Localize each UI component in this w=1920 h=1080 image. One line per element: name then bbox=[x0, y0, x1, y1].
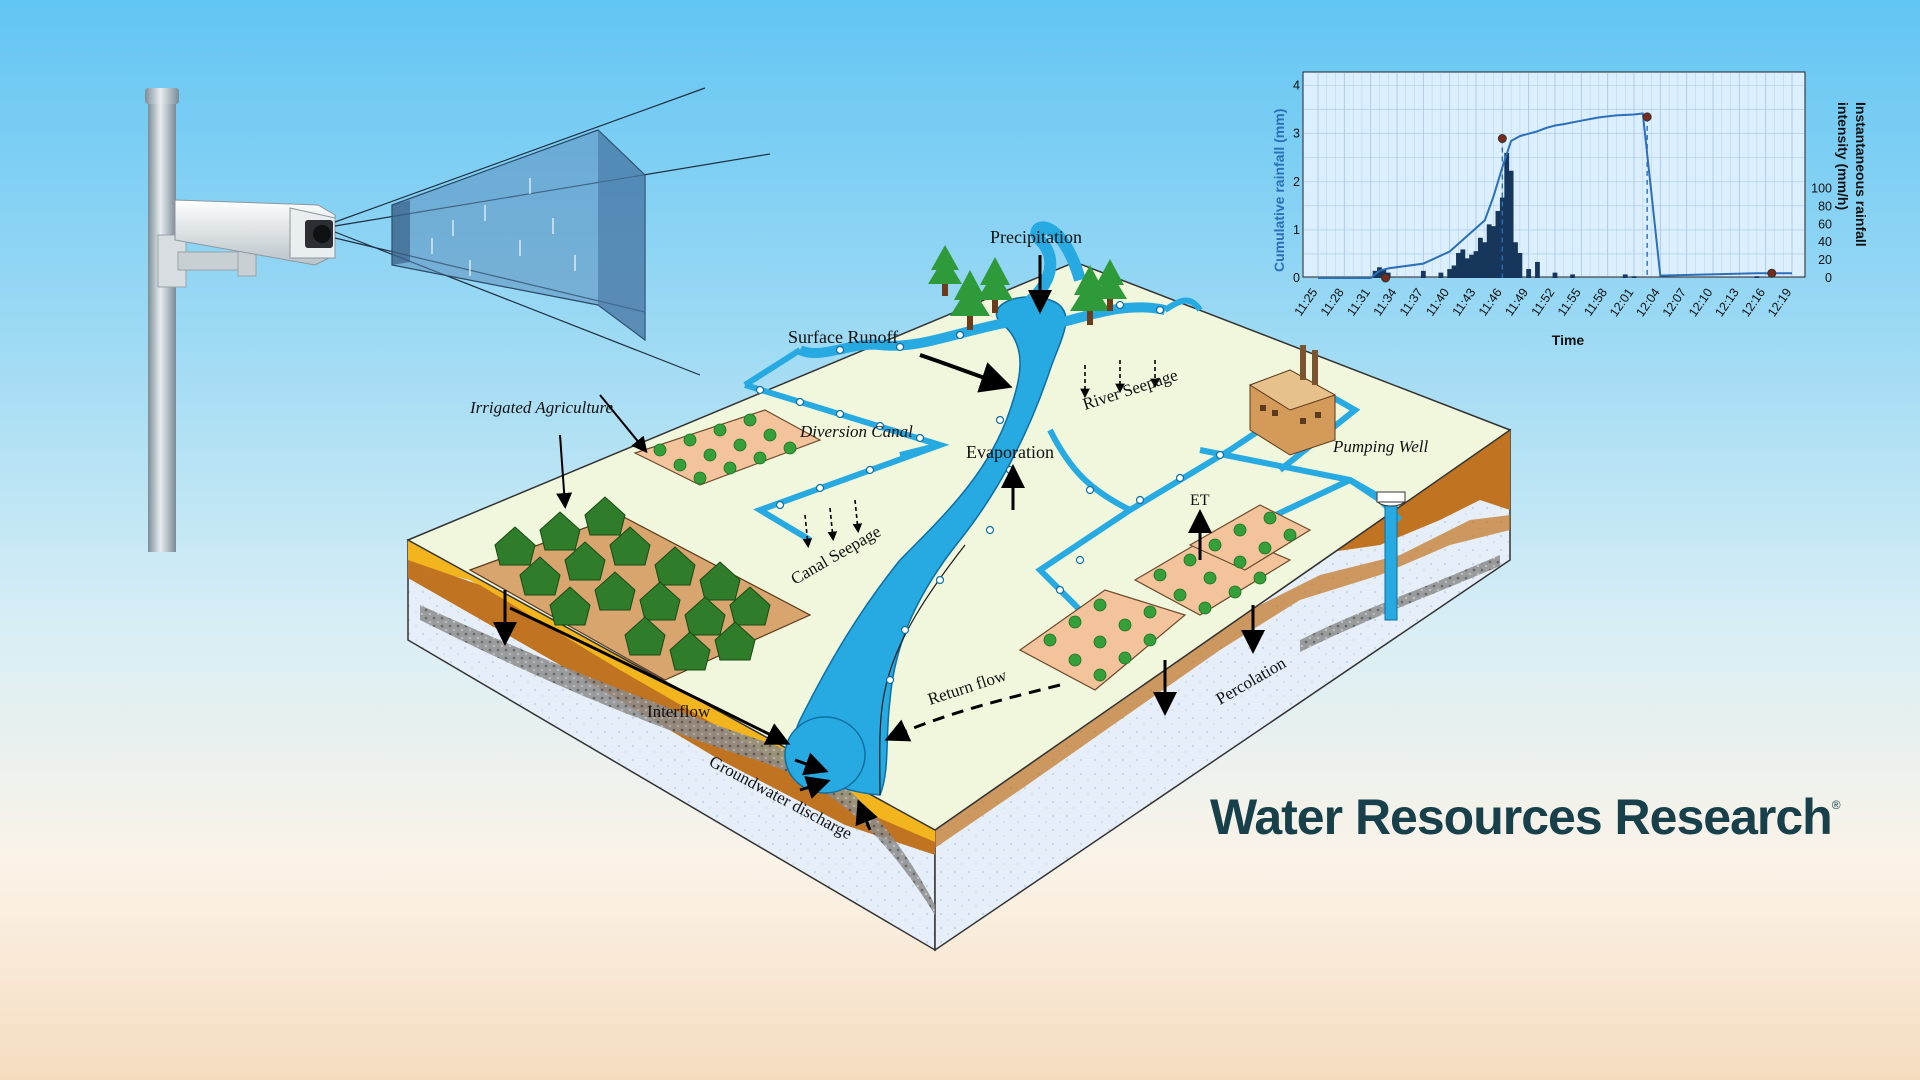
process-arrows bbox=[493, 255, 1265, 831]
crop-plants bbox=[653, 413, 1297, 682]
cumulative-line bbox=[1318, 112, 1792, 279]
intensity-bar bbox=[1513, 242, 1518, 278]
x-tick-label: 11:43 bbox=[1450, 286, 1479, 319]
chart-ylabel-right: Instantaneous rainfall intensity (mm/h) bbox=[1835, 102, 1869, 251]
intensity-bar bbox=[1526, 269, 1532, 278]
x-tick-label: 12:16 bbox=[1739, 286, 1768, 320]
intensity-bar bbox=[1377, 267, 1382, 278]
intensity-bar bbox=[1447, 269, 1453, 278]
tree-icons bbox=[928, 245, 1127, 330]
intensity-bar bbox=[1552, 272, 1558, 278]
x-tick-label: 11:55 bbox=[1555, 286, 1584, 319]
x-tick-label: 11:46 bbox=[1476, 286, 1505, 319]
intensity-bar bbox=[1504, 152, 1510, 278]
x-tick-label: 11:40 bbox=[1423, 286, 1452, 319]
x-tick-label: 11:58 bbox=[1581, 286, 1610, 319]
x-tick-label: 11:49 bbox=[1502, 286, 1531, 319]
intensity-bar bbox=[1482, 242, 1488, 278]
intensity-bar bbox=[1477, 237, 1483, 278]
chart-ylabel-right-l1: Instantaneous rainfall bbox=[1853, 102, 1869, 247]
intensity-bar bbox=[1456, 252, 1461, 278]
x-tick-label: 11:34 bbox=[1371, 286, 1400, 319]
intensity-bar bbox=[1420, 270, 1426, 278]
x-tick-label: 11:31 bbox=[1344, 286, 1373, 319]
intensity-bar bbox=[1622, 274, 1628, 278]
dense-crop-field bbox=[494, 496, 771, 671]
intensity-bar bbox=[1508, 170, 1514, 278]
intensity-bar bbox=[1438, 272, 1444, 278]
left-tick-label: 2 bbox=[1293, 175, 1300, 189]
intensity-bar bbox=[1495, 210, 1501, 278]
seepage-arrows bbox=[802, 360, 1160, 549]
label-interflow: Interflow bbox=[647, 702, 711, 721]
left-tick-label: 3 bbox=[1293, 127, 1300, 141]
right-tick-label: 40 bbox=[1818, 235, 1832, 249]
intensity-bar bbox=[1486, 224, 1492, 278]
journal-logo: Water Resources Research® bbox=[1210, 788, 1841, 846]
label-pumping-well: Pumping Well bbox=[1332, 437, 1429, 456]
label-et: ET bbox=[1190, 492, 1210, 509]
chart-ylabel-right-l2: intensity (mm/h) bbox=[1835, 102, 1851, 210]
right-tick-label: 0 bbox=[1825, 271, 1832, 285]
camera-field-of-view bbox=[334, 87, 771, 376]
label-diversion-canal: Diversion Canal bbox=[799, 422, 913, 441]
intensity-bar bbox=[1473, 251, 1479, 278]
right-tick-label: 80 bbox=[1818, 199, 1832, 213]
chart-markers bbox=[1381, 112, 1777, 283]
x-tick-label: 12:01 bbox=[1607, 286, 1636, 320]
intensity-bar bbox=[1381, 269, 1387, 278]
label-surface-runoff: Surface Runoff bbox=[788, 327, 898, 347]
intensity-bar bbox=[1754, 276, 1760, 278]
x-tick-label: 11:37 bbox=[1397, 286, 1426, 319]
x-tick-label: 12:04 bbox=[1633, 286, 1662, 320]
left-tick-label: 4 bbox=[1293, 79, 1300, 93]
left-tick-label: 1 bbox=[1293, 223, 1300, 237]
x-tick-label: 12:10 bbox=[1686, 286, 1715, 320]
right-tick-label: 100 bbox=[1811, 182, 1832, 196]
left-tick-label: 0 bbox=[1293, 271, 1300, 285]
rainfall-chart: 11:2511:2811:3111:3411:3711:4011:4311:46… bbox=[1271, 71, 1869, 348]
intensity-bar bbox=[1491, 226, 1496, 278]
camera-pole bbox=[145, 88, 179, 552]
x-tick-label: 12:13 bbox=[1712, 286, 1741, 320]
chart-xlabel: Time bbox=[1552, 332, 1585, 348]
surveillance-camera-icon bbox=[157, 199, 336, 288]
intensity-bar bbox=[1517, 252, 1523, 278]
intensity-bar bbox=[1460, 249, 1466, 278]
label-precipitation: Precipitation bbox=[990, 227, 1082, 247]
factory-icon bbox=[1248, 345, 1337, 456]
intensity-bar bbox=[1451, 265, 1457, 278]
pumping-well-icon bbox=[1376, 491, 1406, 621]
x-tick-label: 11:52 bbox=[1529, 286, 1558, 319]
intensity-bar bbox=[1570, 274, 1575, 278]
intensity-bar bbox=[1631, 276, 1637, 278]
chart-ylabel-left: Cumulative rainfall (mm) bbox=[1271, 109, 1287, 272]
journal-name: Water Resources Research bbox=[1210, 789, 1833, 845]
x-tick-label: 11:25 bbox=[1292, 286, 1321, 319]
intensity-bar bbox=[1464, 258, 1470, 278]
x-tick-label: 12:19 bbox=[1765, 286, 1794, 320]
label-evaporation: Evaporation bbox=[966, 442, 1054, 462]
right-tick-label: 20 bbox=[1818, 253, 1832, 267]
data-marker bbox=[1642, 112, 1652, 122]
label-irrigated-agriculture: Irrigated Agriculture bbox=[469, 398, 614, 417]
data-marker bbox=[1381, 273, 1391, 283]
registered-mark: ® bbox=[1831, 798, 1841, 812]
x-tick-label: 11:28 bbox=[1318, 286, 1347, 319]
intensity-bar bbox=[1469, 254, 1475, 278]
right-tick-label: 60 bbox=[1818, 217, 1832, 231]
x-tick-label: 12:07 bbox=[1660, 286, 1689, 320]
data-marker bbox=[1767, 268, 1777, 278]
intensity-bar bbox=[1535, 261, 1540, 278]
data-marker bbox=[1497, 134, 1507, 144]
